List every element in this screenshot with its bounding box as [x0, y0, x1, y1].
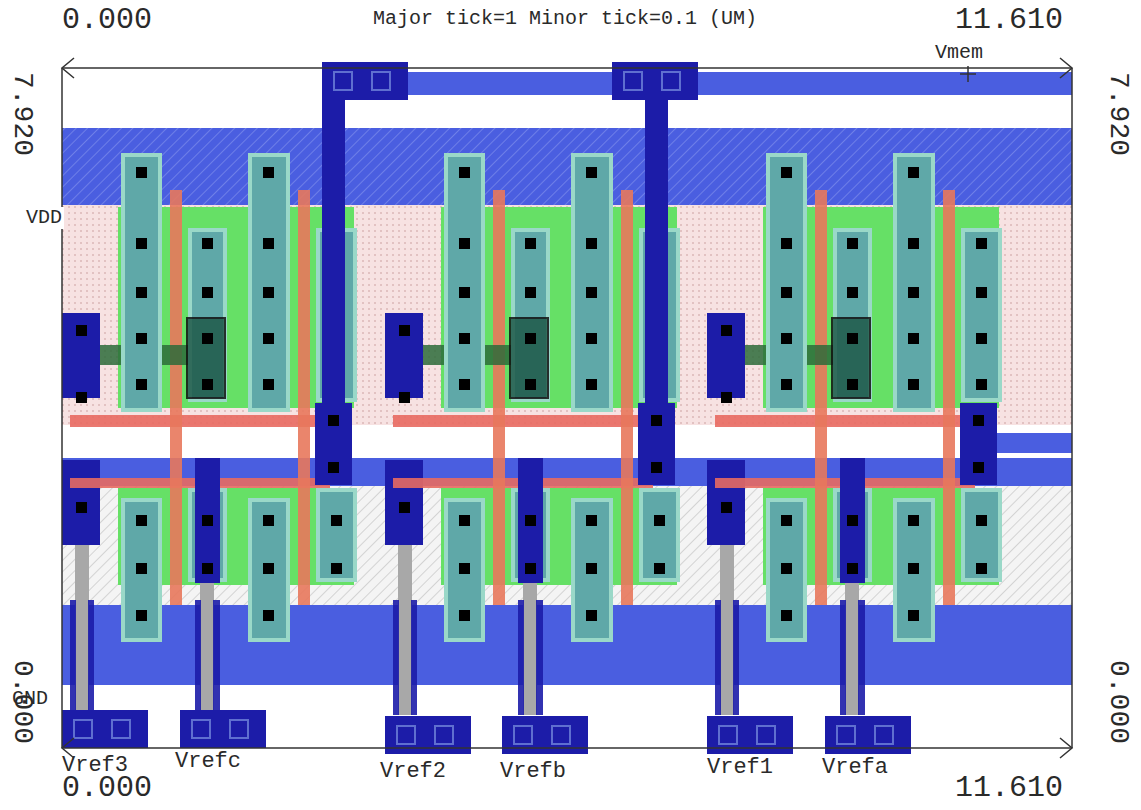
- layout-shape: [62, 710, 148, 748]
- layout-shape: [405, 72, 1072, 95]
- coordinate-label: 0.000: [6, 660, 37, 744]
- coordinate-label: 0.000: [62, 4, 152, 37]
- signal-name: Vmem: [935, 42, 983, 64]
- layout-shape: [385, 155, 678, 715]
- signal-name: VDD: [24, 207, 64, 229]
- layout-shape: [62, 58, 1072, 758]
- pin-name: Vref2: [380, 760, 446, 784]
- layout-shape: [322, 100, 345, 405]
- pin-name: Vrefc: [175, 750, 241, 774]
- scale-note: Major tick=1 Minor tick=0.1 (UM): [373, 8, 757, 30]
- coordinate-label: 7.920: [6, 72, 37, 156]
- layout-shape: [62, 155, 355, 715]
- layout-shape: [967, 66, 969, 82]
- coordinate-label: 0.000: [1102, 660, 1133, 744]
- layout-shape: [62, 58, 74, 78]
- layout-shape: [62, 747, 1072, 749]
- coordinate-label: 0.000: [62, 772, 152, 805]
- layout-shape: [61, 68, 63, 748]
- layout-shape: [1060, 58, 1072, 78]
- layout-shape: [180, 710, 266, 748]
- pin-name: Vref1: [707, 756, 773, 780]
- layout-shape: [1060, 738, 1072, 758]
- layout-shape: [707, 155, 1000, 715]
- pin-name: Vrefb: [500, 760, 566, 784]
- layout-shape: [645, 100, 668, 405]
- layout-shape: [1071, 68, 1073, 748]
- layout-shape: [62, 67, 1072, 69]
- coordinate-label: 7.920: [1102, 72, 1133, 156]
- coordinate-label: 11.610: [955, 772, 1063, 805]
- coordinate-label: 11.610: [955, 4, 1063, 37]
- pin-name: Vrefa: [822, 756, 888, 780]
- layout-shape: [997, 433, 1072, 453]
